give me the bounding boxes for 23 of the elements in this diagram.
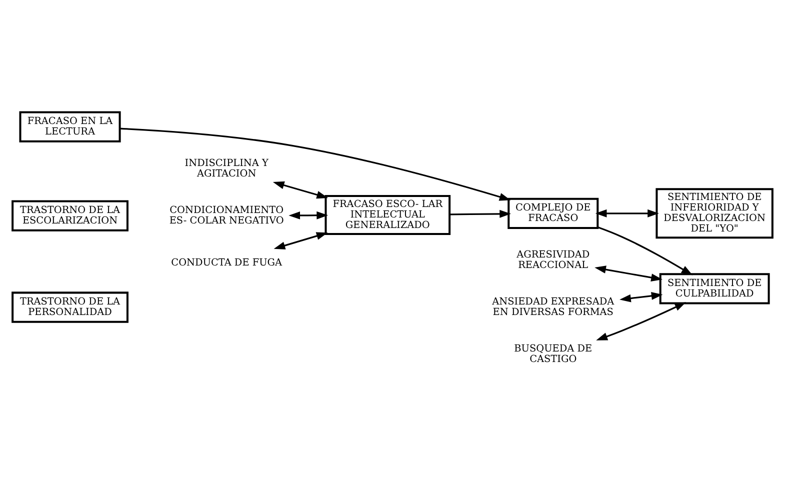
arrow bbox=[598, 226, 693, 275]
node-box: FRACASO ESCO- LAR INTELECTUAL GENERALIZADO bbox=[324, 194, 451, 235]
node-text: AGRESIVIDAD REACCIONAL bbox=[516, 249, 590, 271]
arrow bbox=[120, 127, 511, 200]
arrow bbox=[595, 208, 659, 217]
arrow bbox=[272, 180, 328, 198]
node-box: FRACASO EN LA LECTURA bbox=[19, 110, 121, 142]
node-text: INDISCIPLINA Y AGITACION bbox=[184, 158, 268, 180]
arrow bbox=[620, 291, 663, 302]
node-box: SENTIMIENTO DE CULPABILIDAD bbox=[659, 272, 770, 304]
node-box: TRASTORNO DE LA ESCOLARIZACION bbox=[12, 200, 128, 231]
node-text: CONDICIONAMIENTO ES- COLAR NEGATIVO bbox=[169, 204, 284, 226]
node-text: BUSQUEDA DE CASTIGO bbox=[514, 342, 592, 364]
arrow bbox=[450, 209, 511, 218]
arrow bbox=[594, 265, 662, 281]
node-box: COMPLEJO DE FRACASO bbox=[508, 197, 599, 228]
arrow bbox=[274, 232, 328, 249]
arrow bbox=[288, 210, 328, 219]
arrow bbox=[596, 302, 686, 340]
node-box: TRASTORNO DE LA PERSONALIDAD bbox=[12, 291, 128, 322]
node-text: CONDUCTA DE FUGA bbox=[171, 256, 282, 268]
node-box: SENTIMIENTO DE INFERIORIDAD Y DESVALORIZACION DEL "YO" bbox=[656, 188, 774, 238]
node-text: ANSIEDAD EXPRESADA EN DIVERSAS FORMAS bbox=[492, 296, 614, 318]
